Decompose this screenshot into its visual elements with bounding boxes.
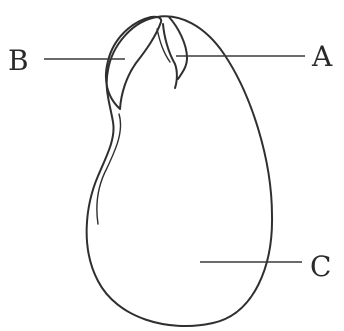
label-c: C bbox=[310, 250, 331, 283]
label-b: B bbox=[8, 44, 29, 77]
label-a: A bbox=[311, 40, 333, 73]
plumule-outer-leaf bbox=[169, 17, 187, 79]
embryo-radicle bbox=[106, 17, 161, 109]
seed-outline bbox=[87, 16, 272, 326]
plumule-leaves bbox=[163, 24, 177, 88]
